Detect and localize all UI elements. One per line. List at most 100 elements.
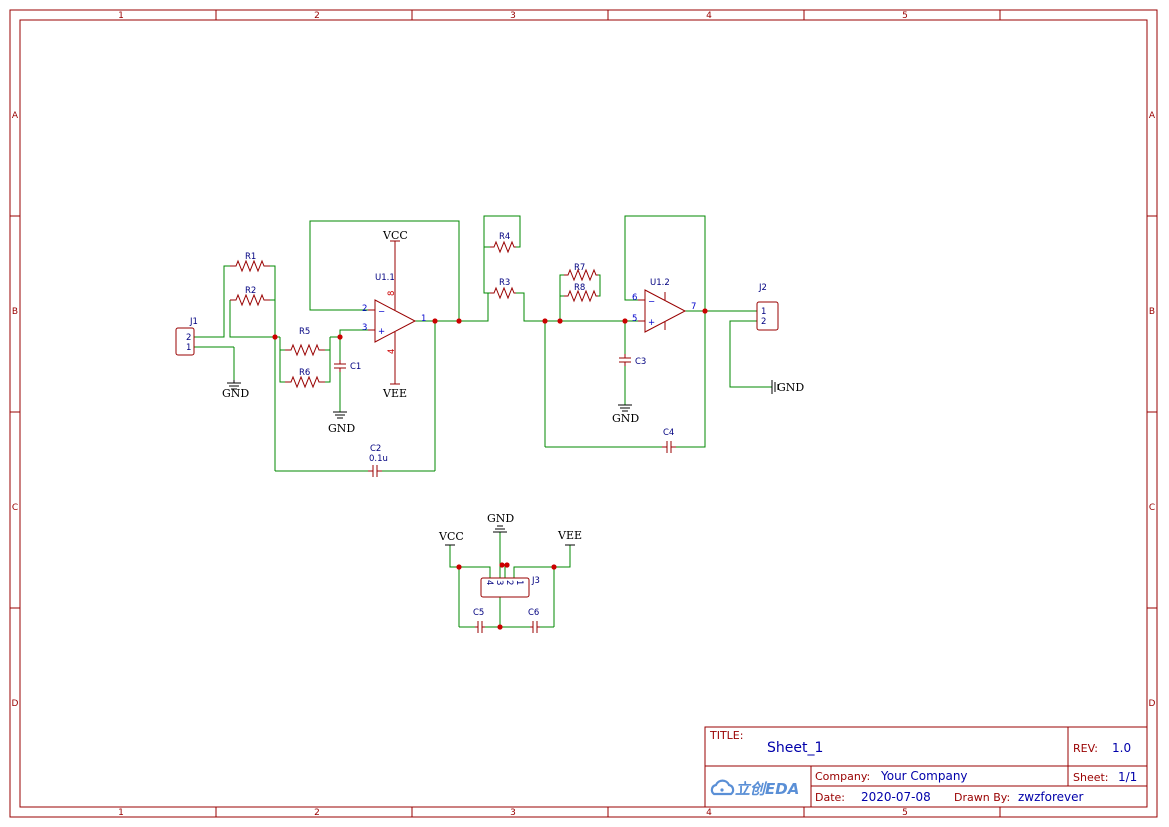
zone-col-5-top: 5 — [902, 11, 908, 21]
resistor-r8[interactable]: R8 — [564, 283, 598, 303]
title-block: TITLE: Sheet_1 REV: 1.0 Company: Your Co… — [704, 726, 1148, 808]
junction-dot — [557, 318, 563, 324]
junction-dot — [499, 562, 505, 568]
r1-designator: R1 — [245, 252, 256, 262]
r5-designator: R5 — [299, 327, 310, 337]
zone-row-b-left: B — [12, 307, 18, 317]
u1-1-pin-8: 8 — [387, 291, 397, 296]
junction-dot — [456, 564, 462, 570]
opamp-u1-1[interactable]: − + U1.1 2 3 1 8 4 VCC VEE — [362, 229, 426, 400]
rev-value: 1.0 — [1112, 741, 1131, 755]
c5-designator: C5 — [473, 608, 484, 618]
u1-1-minus-sign: − — [378, 307, 385, 317]
gnd-label-c1: GND — [328, 422, 355, 435]
gnd-label-j2: GND — [777, 381, 804, 394]
c2-value: 0.1u — [369, 454, 388, 464]
junction-dot — [456, 318, 462, 324]
u1-2-pin-5: 5 — [632, 314, 637, 324]
drawn-by-label: Drawn By: — [954, 791, 1010, 804]
company-value: Your Company — [880, 769, 968, 783]
capacitor-c2[interactable]: C2 0.1u — [368, 444, 388, 477]
u1-2-pin-6: 6 — [632, 293, 637, 303]
date-label: Date: — [815, 791, 845, 804]
resistor-r7[interactable]: R7 — [564, 263, 598, 282]
connector-j2[interactable]: J2 1 2 — [756, 283, 779, 331]
capacitor-c6[interactable]: C6 — [528, 608, 540, 633]
u1-2-plus-sign: + — [648, 318, 655, 328]
zone-col-4-bottom: 4 — [706, 808, 712, 818]
gnd-symbol-j3: GND — [487, 512, 514, 533]
sheet-title: Sheet_1 — [767, 740, 823, 756]
r6-designator: R6 — [299, 368, 310, 378]
wires — [194, 215, 772, 628]
resistor-r5[interactable]: R5 — [285, 327, 325, 357]
zone-col-2-bottom: 2 — [314, 808, 320, 818]
vcc-symbol-j3: VCC — [438, 530, 464, 546]
gnd-symbol-c1: GND — [328, 411, 355, 435]
junction-dot — [272, 334, 278, 340]
zone-col-1-top: 1 — [118, 11, 124, 21]
rev-label: REV: — [1073, 742, 1098, 755]
resistor-r1[interactable]: R1 — [230, 252, 270, 273]
gnd-symbol-j2: GND — [771, 380, 804, 394]
gnd-label-j3: GND — [487, 512, 514, 525]
j2-designator: J2 — [758, 283, 767, 293]
title-label: TITLE: — [709, 729, 743, 742]
connector-j3[interactable]: J3 4 3 2 1 — [480, 576, 540, 598]
junction-dot — [542, 318, 548, 324]
zone-col-4-top: 4 — [706, 11, 712, 21]
r8-designator: R8 — [574, 283, 585, 293]
zone-row-a-left: A — [12, 111, 19, 121]
zone-row-a-right: A — [1149, 111, 1156, 121]
zone-row-d-right: D — [1149, 699, 1156, 709]
j2-pin-2: 2 — [761, 317, 766, 327]
capacitor-c1[interactable]: C1 — [334, 360, 361, 372]
c3-designator: C3 — [635, 357, 646, 367]
cloud-icon-dot — [720, 788, 724, 792]
junction-dot — [504, 562, 510, 568]
u1-2-designator: U1.2 — [650, 278, 670, 288]
zone-col-5-bottom: 5 — [902, 808, 908, 818]
capacitor-c4[interactable]: C4 — [662, 428, 676, 453]
opamp-u1-2[interactable]: − + U1.2 6 5 7 — [632, 278, 696, 333]
logo-text: 立创EDA — [735, 780, 799, 798]
cloud-icon — [710, 779, 735, 796]
sheet-value: 1/1 — [1118, 770, 1137, 784]
r3-designator: R3 — [499, 278, 510, 288]
u1-2-pin-7: 7 — [691, 302, 696, 312]
u1-1-pin-3: 3 — [362, 323, 367, 333]
capacitor-c5[interactable]: C5 — [473, 608, 485, 633]
gnd-label-j1: GND — [222, 387, 249, 400]
junctions — [272, 308, 708, 630]
junction-dot — [622, 318, 628, 324]
resistor-r4[interactable]: R4 — [490, 232, 516, 254]
u1-1-designator: U1.1 — [375, 273, 395, 283]
j3-pin-3: 3 — [494, 580, 504, 585]
r2-designator: R2 — [245, 286, 256, 296]
capacitor-c3[interactable]: C3 — [619, 354, 646, 367]
zone-col-2-top: 2 — [314, 11, 320, 21]
c2-designator: C2 — [370, 444, 381, 454]
zone-col-3-top: 3 — [510, 11, 516, 21]
zone-row-d-left: D — [12, 699, 19, 709]
u1-1-plus-sign: + — [378, 327, 385, 337]
r4-designator: R4 — [499, 232, 510, 242]
r7-designator: R7 — [574, 263, 585, 273]
resistor-r6[interactable]: R6 — [285, 368, 325, 389]
sheet-frame: 1 2 3 4 5 1 2 3 4 5 A B C D A B C D — [9, 9, 1158, 818]
junction-dot — [551, 564, 557, 570]
zone-row-b-right: B — [1149, 307, 1155, 317]
connector-j1[interactable]: J1 2 1 — [175, 317, 198, 356]
j2-pin-1: 1 — [761, 307, 766, 317]
resistor-r2[interactable]: R2 — [230, 286, 270, 307]
j1-pin-1: 1 — [186, 343, 191, 353]
zone-row-c-left: C — [12, 503, 18, 513]
resistor-r3[interactable]: R3 — [490, 278, 516, 300]
u1-1-vcc-label: VCC — [382, 229, 408, 242]
gnd-symbol-c3: GND — [612, 404, 639, 425]
company-label: Company: — [815, 770, 870, 783]
gnd-symbol-j1: GND — [222, 380, 249, 400]
j1-designator: J1 — [189, 317, 198, 327]
zone-col-1-bottom: 1 — [118, 808, 124, 818]
